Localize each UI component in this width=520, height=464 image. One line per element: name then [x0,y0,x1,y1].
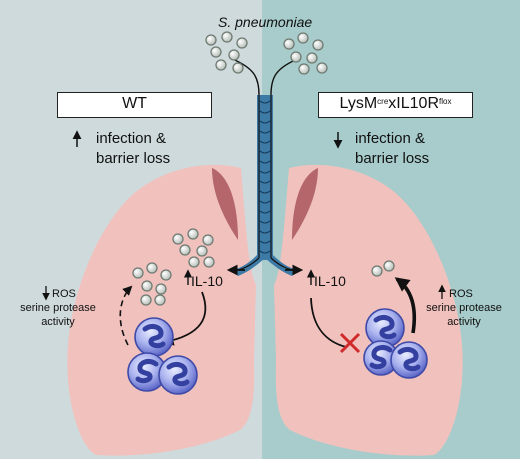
trachea-ring [258,189,272,194]
bacteria-cluster-top-left [205,31,248,74]
neutrophil-nucleus [373,315,397,340]
wt-label-box: WT [57,92,212,118]
trachea-ring [258,139,272,144]
bacteria-cluster-top-right [283,32,328,75]
bacterium [146,262,158,274]
ko-il10-label: IL-10 [314,273,346,289]
bacterium [154,294,166,306]
bacterium [383,260,395,272]
trachea-ring [258,229,272,234]
right-lung [274,164,463,456]
left-lung-fissure [212,168,238,240]
wt-il10-to-neutrophil-arrow [162,291,207,346]
bacteria-cluster-wt-lung-lower [132,262,172,306]
neutrophil-nucleus [397,347,421,372]
bacterium [179,244,191,256]
bacterium [298,63,310,75]
ko-protease-line2: activity [447,316,481,328]
right-lung-fissure [292,168,318,240]
bacterium [297,32,309,44]
wt-label: WT [122,95,147,112]
knockout-label-box: LysMcrexIL10Rflox [318,92,473,118]
trachea-ring [258,129,272,134]
bacterium [215,59,227,71]
bacterium [202,234,214,246]
bacterium [155,283,167,295]
trachea-ring [258,219,272,224]
bacterium [236,37,248,49]
ko-il10-blocked-arrow [310,297,347,348]
bacterium [371,265,383,277]
bacterium [205,34,217,46]
trachea-ring [258,169,272,174]
trachea-ring [258,109,272,114]
bacterium [283,38,295,50]
ko-neutrophil-to-bacteria-arrow [394,277,417,334]
neutrophil-nucleus [142,324,166,349]
wt-infection-line1: infection & [96,130,167,147]
wt-il10-label: IL-10 [191,273,223,289]
trachea-ring [258,179,272,184]
wt-ros-label: ROS [52,288,76,300]
neutrophils-wt [127,317,198,395]
bacterium [221,31,233,43]
wt-protease-line1: serine protease [20,302,96,314]
bacterium [203,256,215,268]
bacterium [132,267,144,279]
bacterium [232,62,244,74]
knockout-label: LysMcrexIL10Rflox [339,95,452,112]
bacterium [312,39,324,51]
bacteria-cluster-wt-lung [172,228,215,268]
bacterium [316,62,328,74]
bacterium [210,46,222,58]
airway-line-left [229,57,260,96]
bacterium [160,269,172,281]
trachea-ring [258,119,272,124]
ko-infection-line1: infection & [355,130,426,147]
bacterium [290,51,302,63]
trachea-ring [258,99,272,104]
neutrophil-nucleus [166,362,190,387]
bacterium [140,294,152,306]
bacterium [228,49,240,61]
bacterium [306,52,318,64]
inhibition-x-icon [339,332,361,354]
bacterium [141,280,153,292]
bacteria-cluster-ko-lung [371,260,395,277]
trachea-ring [258,159,272,164]
trachea-ring [258,249,272,254]
ko-infection-line2: barrier loss [355,150,430,167]
wt-infection-line2: barrier loss [96,150,171,167]
trachea-ring [258,199,272,204]
neutrophil-nucleus [135,359,159,384]
pathogen-title: S. pneumoniae [218,14,313,30]
wt-neutrophil-to-bacteria-dashed-arrow [119,285,133,346]
trachea-ring [258,209,272,214]
trachea-ring [258,239,272,244]
bacterium [187,228,199,240]
ko-ros-label: ROS [449,288,473,300]
trachea [231,95,299,276]
trachea-ring [258,149,272,154]
bacterium [172,233,184,245]
bacterium [196,245,208,257]
bacterium [188,256,200,268]
neutrophil-nucleus [369,345,393,370]
ko-protease-line1: serine protease [426,302,502,314]
wt-protease-line2: activity [41,316,75,328]
neutrophils-ko [363,308,428,379]
